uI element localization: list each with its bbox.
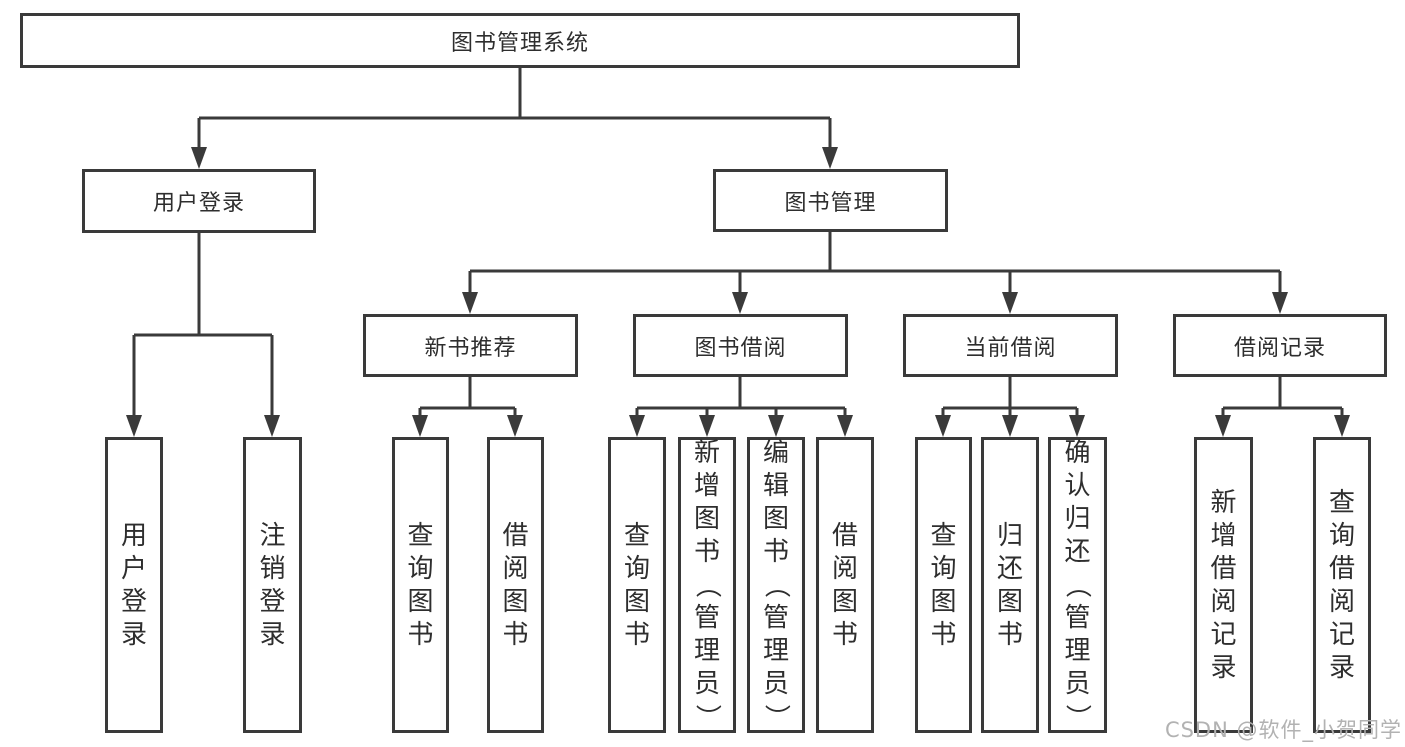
- connector-borrow-record-children: [1215, 377, 1350, 437]
- leaf-borrow-query-label: 查询图书: [623, 520, 650, 650]
- node-book-management-label: 图书管理: [784, 190, 877, 216]
- leaf-newbook-borrow: 借阅图书: [487, 437, 544, 733]
- node-book-management: 图书管理: [713, 169, 948, 232]
- node-new-book-recommend-label: 新书推荐: [424, 335, 517, 361]
- leaf-current-query-label: 查询图书: [930, 520, 957, 650]
- node-borrow-record-label: 借阅记录: [1233, 335, 1326, 361]
- node-root: 图书管理系统: [20, 13, 1020, 68]
- node-book-borrow: 图书借阅: [633, 314, 848, 377]
- node-root-label: 图书管理系统: [450, 30, 589, 56]
- leaf-confirm-return-label: 确认归还（管理员）: [1062, 438, 1093, 731]
- leaf-newbook-query-label: 查询图书: [407, 520, 434, 650]
- node-current-borrow: 当前借阅: [903, 314, 1118, 377]
- watermark: CSDN @软件_小贺同学: [1164, 718, 1402, 742]
- connector-new-book-children: [412, 377, 523, 437]
- leaf-add-record-label: 新增借阅记录: [1210, 487, 1237, 683]
- leaf-current-query: 查询图书: [915, 437, 972, 733]
- node-user-login: 用户登录: [82, 169, 316, 233]
- leaf-user-login: 用户登录: [105, 437, 163, 733]
- leaf-borrow-book-label: 借阅图书: [831, 520, 858, 650]
- leaf-logout: 注销登录: [243, 437, 302, 733]
- leaf-return-book-label: 归还图书: [996, 520, 1023, 650]
- leaf-confirm-return: 确认归还（管理员）: [1048, 437, 1107, 733]
- node-borrow-record: 借阅记录: [1173, 314, 1387, 377]
- connector-user-login-children: [126, 233, 280, 437]
- leaf-borrow-book: 借阅图书: [816, 437, 874, 733]
- connector-current-borrow-children: [935, 377, 1085, 437]
- leaf-return-book: 归还图书: [981, 437, 1039, 733]
- leaf-borrow-add-book: 新增图书（管理员）: [678, 437, 736, 733]
- leaf-newbook-borrow-label: 借阅图书: [502, 520, 529, 650]
- leaf-borrow-add-book-label: 新增图书（管理员）: [691, 438, 722, 731]
- leaf-add-record: 新增借阅记录: [1194, 437, 1253, 733]
- leaf-query-record: 查询借阅记录: [1313, 437, 1371, 733]
- leaf-query-record-label: 查询借阅记录: [1328, 487, 1355, 683]
- connector-root-to-level1: [191, 68, 838, 169]
- leaf-borrow-edit-book-label: 编辑图书（管理员）: [760, 438, 791, 731]
- leaf-newbook-query: 查询图书: [392, 437, 449, 733]
- leaf-user-login-label: 用户登录: [120, 520, 147, 650]
- node-user-login-label: 用户登录: [152, 191, 245, 216]
- node-current-borrow-label: 当前借阅: [964, 335, 1057, 361]
- leaf-borrow-query: 查询图书: [608, 437, 666, 733]
- connector-book-management-children: [462, 232, 1288, 314]
- leaf-logout-label: 注销登录: [259, 520, 286, 650]
- leaf-borrow-edit-book: 编辑图书（管理员）: [747, 437, 805, 733]
- node-new-book-recommend: 新书推荐: [363, 314, 578, 377]
- node-book-borrow-label: 图书借阅: [694, 335, 787, 361]
- connector-book-borrow-children: [629, 377, 853, 437]
